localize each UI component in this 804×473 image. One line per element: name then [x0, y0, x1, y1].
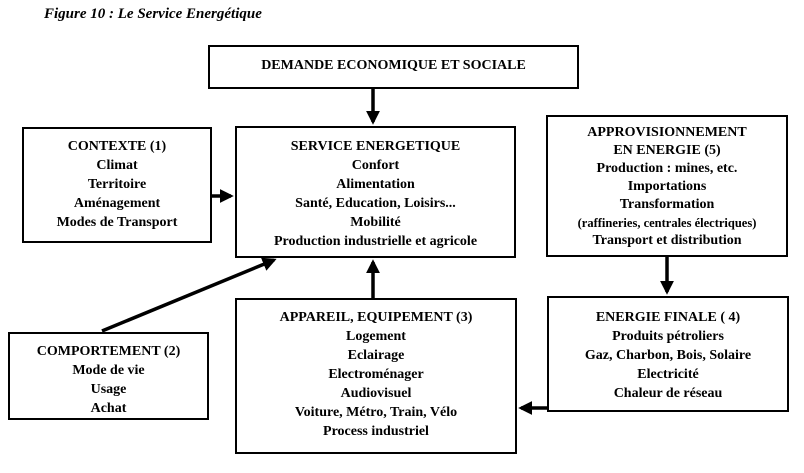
- approvisionnement-title-line1: APPROVISIONNEMENT: [587, 125, 747, 140]
- appareil-item: Logement: [346, 329, 406, 344]
- service-item: Mobilité: [350, 215, 401, 230]
- contexte-item: Territoire: [87, 177, 147, 192]
- appareil-item: Electroménager: [328, 367, 424, 382]
- energie-finale-item: Produits pétroliers: [612, 329, 724, 344]
- arrow-comportement-to-service: [101, 257, 277, 333]
- demande-box: DEMANDE ECONOMIQUE ET SOCIALE: [208, 45, 579, 89]
- demande-title: DEMANDE ECONOMIQUE ET SOCIALE: [261, 58, 526, 73]
- contexte-item: Aménagement: [73, 196, 161, 211]
- contexte-box: CONTEXTE (1) Climat Territoire Aménageme…: [22, 127, 212, 243]
- approvisionnement-title-line2: EN ENERGIE (5): [613, 143, 721, 158]
- contexte-item: Modes de Transport: [56, 215, 178, 230]
- energie-finale-title: ENERGIE FINALE ( 4): [595, 310, 741, 325]
- approvisionnement-item: Importations: [627, 179, 707, 194]
- approvisionnement-item: Production : mines, etc.: [596, 161, 738, 176]
- energie-finale-box: ENERGIE FINALE ( 4) Produits pétroliers …: [547, 296, 789, 412]
- figure-caption: Figure 10 : Le Service Energétique: [44, 6, 262, 22]
- comportement-box: COMPORTEMENT (2) Mode de vie Usage Achat: [8, 332, 209, 420]
- appareil-item: Audiovisuel: [340, 386, 412, 401]
- service-item: Production industrielle et agricole: [273, 234, 478, 249]
- service-item: Santé, Education, Loisirs...: [295, 196, 456, 211]
- approvisionnement-box: APPROVISIONNEMENT EN ENERGIE (5) Product…: [546, 115, 788, 257]
- service-item: Alimentation: [336, 177, 415, 192]
- comportement-item: Mode de vie: [72, 363, 145, 378]
- contexte-item: Climat: [96, 158, 138, 173]
- contexte-title: CONTEXTE (1): [67, 139, 167, 154]
- energie-finale-item: Electricité: [637, 367, 699, 382]
- energie-finale-item: Chaleur de réseau: [613, 386, 723, 401]
- comportement-item: Achat: [90, 401, 127, 416]
- approvisionnement-item: (raffineries, centrales électriques): [577, 216, 757, 230]
- comportement-item: Usage: [90, 382, 127, 397]
- comportement-title: COMPORTEMENT (2): [36, 344, 181, 359]
- appareil-equipement-box: APPAREIL, EQUIPEMENT (3) Logement Eclair…: [235, 298, 517, 454]
- service-title: SERVICE ENERGETIQUE: [290, 139, 461, 154]
- energie-finale-item: Gaz, Charbon, Bois, Solaire: [584, 348, 752, 363]
- appareil-item: Process industriel: [323, 424, 429, 439]
- approvisionnement-item: Transport et distribution: [592, 233, 742, 248]
- appareil-title: APPAREIL, EQUIPEMENT (3): [279, 310, 473, 325]
- approvisionnement-item: Transformation: [619, 197, 715, 212]
- appareil-item: Eclairage: [347, 348, 405, 363]
- service-item: Confort: [351, 158, 400, 173]
- appareil-item: Voiture, Métro, Train, Vélo: [294, 405, 458, 420]
- service-energetique-box: SERVICE ENERGETIQUE Confort Alimentation…: [235, 126, 516, 258]
